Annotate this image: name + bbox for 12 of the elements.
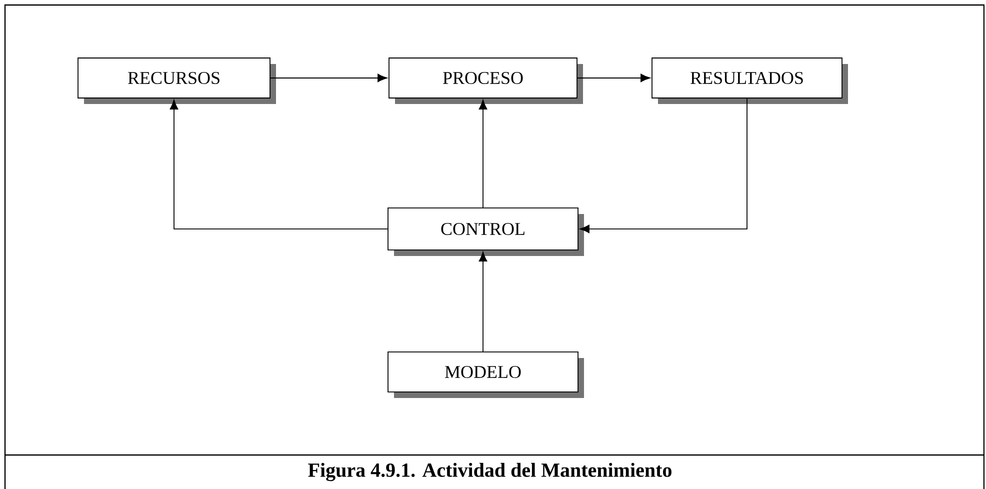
process-box: PROCESO xyxy=(388,58,583,104)
process-box: RESULTADOS xyxy=(652,58,848,104)
arrow xyxy=(170,100,388,230)
arrow xyxy=(478,100,488,208)
arrow xyxy=(580,98,748,234)
arrow xyxy=(478,252,488,352)
process-box: CONTROL xyxy=(388,208,584,256)
arrow xyxy=(270,74,388,82)
figure-caption: Figura 4.9.1. Actividad del Mantenimiento xyxy=(308,462,672,482)
process-box: RECURSOS xyxy=(78,58,276,104)
process-box: MODELO xyxy=(388,352,584,398)
arrow xyxy=(577,74,650,82)
